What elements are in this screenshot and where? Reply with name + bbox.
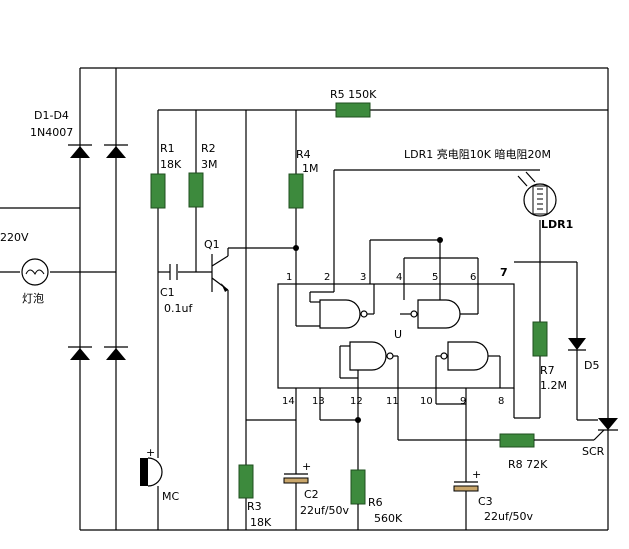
pin-9: 9 <box>460 396 466 407</box>
control-wiring <box>157 109 608 530</box>
nand-gate-2 <box>417 299 461 329</box>
capacitor-c2 <box>283 473 309 530</box>
diode-d1 <box>68 144 92 158</box>
r7-label: R7 <box>540 364 555 377</box>
diode-d4 <box>104 346 128 360</box>
resistor-r3 <box>238 464 254 499</box>
pin-5: 5 <box>432 272 438 283</box>
r6-value: 560K <box>374 512 403 525</box>
scr-thyristor <box>593 418 618 441</box>
microphone-mc <box>140 457 163 487</box>
junction-dot <box>355 417 361 423</box>
bridge-rectifier <box>0 67 609 531</box>
mc-plus-label: + <box>146 446 155 459</box>
ldr1-sensor <box>517 171 557 217</box>
c3-value: 22uf/50v <box>484 510 534 523</box>
r2-label: R2 <box>201 142 216 155</box>
pin-10: 10 <box>420 396 433 407</box>
pin-13: 13 <box>312 396 325 407</box>
ic-u <box>277 169 541 482</box>
lamp-label: 灯泡 <box>22 291 44 305</box>
nand-gate-1-bubble <box>360 310 368 318</box>
r1-label: R1 <box>160 142 175 155</box>
pin-12: 12 <box>350 396 363 407</box>
r1-value: 18K <box>160 158 182 171</box>
r2-value: 3M <box>201 158 218 171</box>
r8-label: R8 72K <box>508 458 548 471</box>
c2-value: 22uf/50v <box>300 504 350 517</box>
nand-gate-1 <box>319 299 361 329</box>
voltage-label: 220V <box>0 231 29 244</box>
q1-label: Q1 <box>204 238 220 251</box>
capacitor-c3 <box>453 481 479 530</box>
pin-8: 8 <box>498 396 504 407</box>
resistor-r6 <box>350 469 366 505</box>
r3-label: R3 <box>247 500 262 513</box>
junction-dot <box>437 237 443 243</box>
diode-d5 <box>540 261 598 421</box>
pin-7: 7 <box>500 266 508 279</box>
c1-label: C1 <box>160 286 175 299</box>
pin-1: 1 <box>286 272 292 283</box>
resistor-r5 <box>335 102 371 118</box>
pin-6: 6 <box>470 272 476 283</box>
c2-plus: + <box>302 460 311 473</box>
transistor-emitter-arrow <box>221 283 228 292</box>
pin-4: 4 <box>396 272 402 283</box>
nand-gate-4 <box>447 341 489 371</box>
ldr-note: LDR1 亮电阻10K 暗电阻20M <box>404 147 551 161</box>
c2-label: C2 <box>304 488 319 501</box>
r3-value: 18K <box>250 516 272 529</box>
pin-3: 3 <box>360 272 366 283</box>
c3-plus: + <box>472 468 481 481</box>
r5-label: R5 150K <box>330 88 377 101</box>
r4-label: R4 <box>296 148 311 161</box>
pin-14: 14 <box>282 396 295 407</box>
ldr1-label: LDR1 <box>541 218 573 231</box>
diode-d2 <box>104 144 128 158</box>
mc-label: MC <box>162 490 179 503</box>
resistor-r8 <box>499 433 535 448</box>
d5-label: D5 <box>584 359 599 372</box>
resistor-r2 <box>188 172 204 208</box>
pin-11: 11 <box>386 396 399 407</box>
c3-label: C3 <box>478 495 493 508</box>
r7-value: 1.2M <box>540 379 567 392</box>
scr-label: SCR <box>582 445 605 458</box>
r6-label: R6 <box>368 496 383 509</box>
diode-d3 <box>68 346 92 360</box>
capacitor-c1 <box>169 264 178 280</box>
resistor-r1 <box>150 173 166 209</box>
diode-group-label: D1-D4 <box>34 109 69 122</box>
resistor-r4 <box>288 173 304 209</box>
pin-2: 2 <box>324 272 330 283</box>
junction-dot <box>293 245 299 251</box>
ic-u-label: U <box>394 328 402 341</box>
resistor-r7 <box>532 321 548 357</box>
c1-value: 0.1uf <box>164 302 193 315</box>
diode-part-label: 1N4007 <box>30 126 73 139</box>
lamp-symbol <box>21 258 49 286</box>
r4-value: 1M <box>302 162 319 175</box>
nand-gate-3 <box>349 341 387 371</box>
